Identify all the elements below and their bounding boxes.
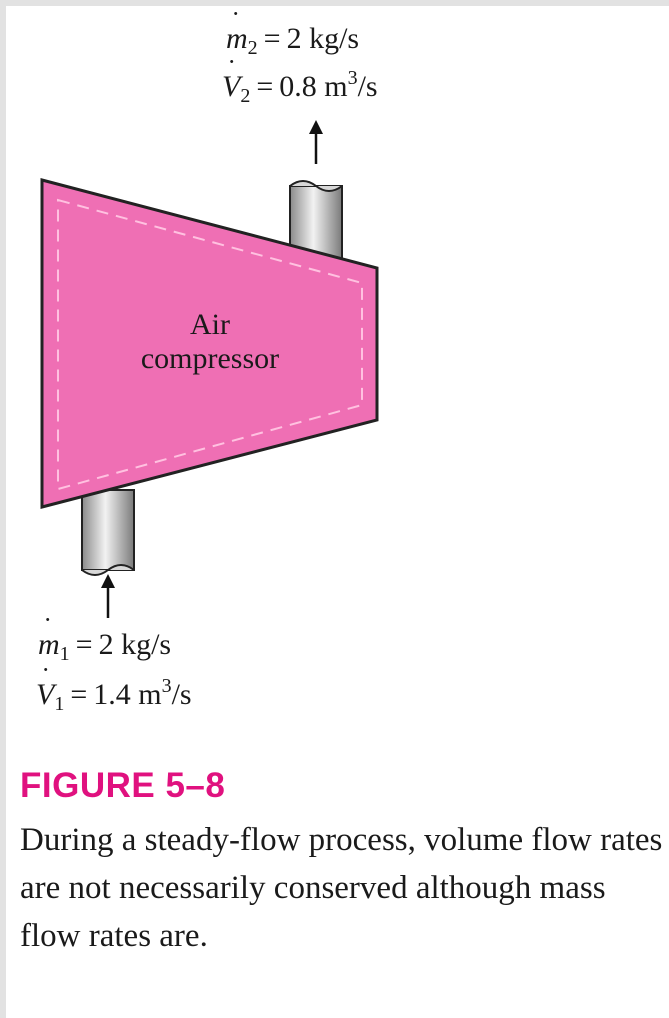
figure-caption: During a steady-flow process, volume flo… (20, 822, 663, 954)
compressor-diagram (40, 120, 379, 618)
inlet-pipe (81, 489, 135, 576)
outlet-mass-flow-label: m2=2 kg/s (226, 6, 359, 58)
inlet-flow-arrow (101, 574, 115, 618)
outlet-volume-flow-label: V2=0.8 m3/s (222, 54, 378, 106)
inlet-volume-flow-label: V1=1.4 m3/s (36, 662, 192, 714)
inlet-mass-flow-label: m1=2 kg/s (38, 612, 171, 664)
figure-title: FIGURE 5–8 (20, 766, 226, 805)
outlet-flow-arrow (309, 120, 323, 164)
compressor-body (40, 178, 379, 509)
control-volume-boundary (57, 198, 363, 491)
compressor-label: Air compressor (140, 308, 280, 375)
